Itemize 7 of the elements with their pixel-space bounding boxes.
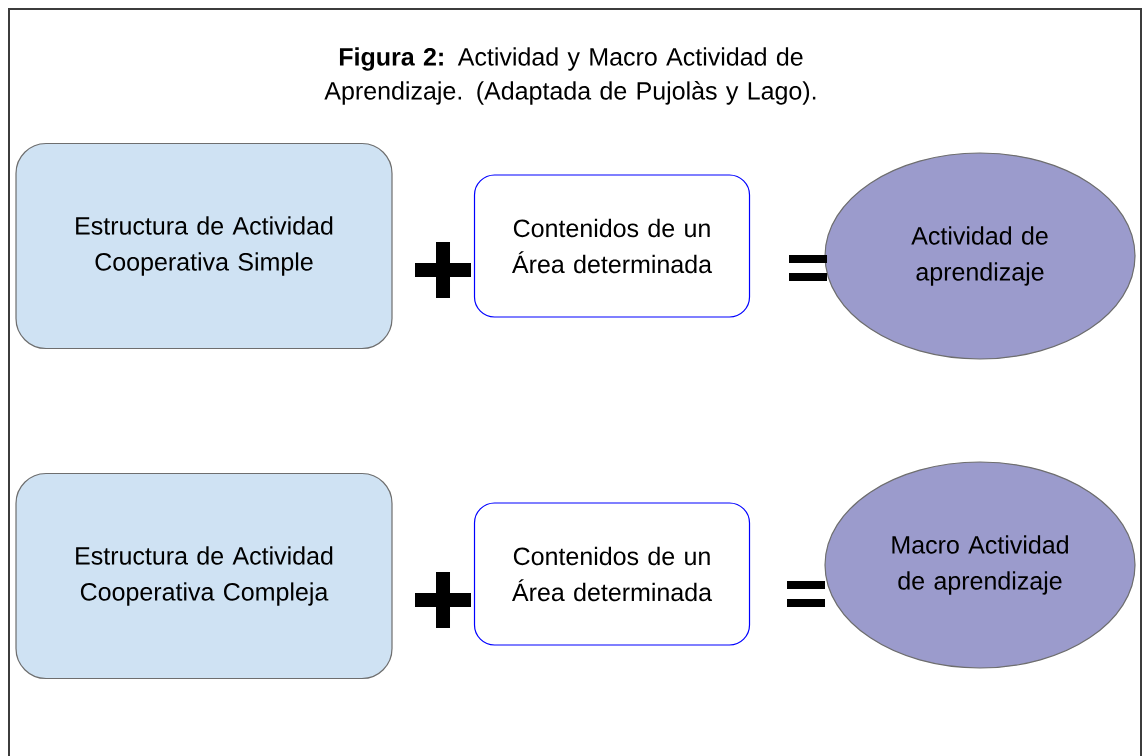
rounded-box: Contenidos de un Área determinada bbox=[473, 502, 751, 646]
ellipse-node: Actividad de aprendizaje bbox=[824, 152, 1136, 360]
ellipse-node: Macro Actividad de aprendizaje bbox=[824, 461, 1136, 669]
rounded-box: Estructura de Actividad Cooperativa Simple bbox=[15, 142, 393, 350]
rounded-box: Contenidos de un Área determinada bbox=[473, 174, 751, 318]
rounded-box: Estructura de Actividad Cooperativa Compleja bbox=[15, 472, 393, 680]
figure-title: Figura 2: Actividad y Macro Actividad de Aprendizaje. (Adaptada de Pujolàs y Lago). bbox=[324, 47, 816, 105]
